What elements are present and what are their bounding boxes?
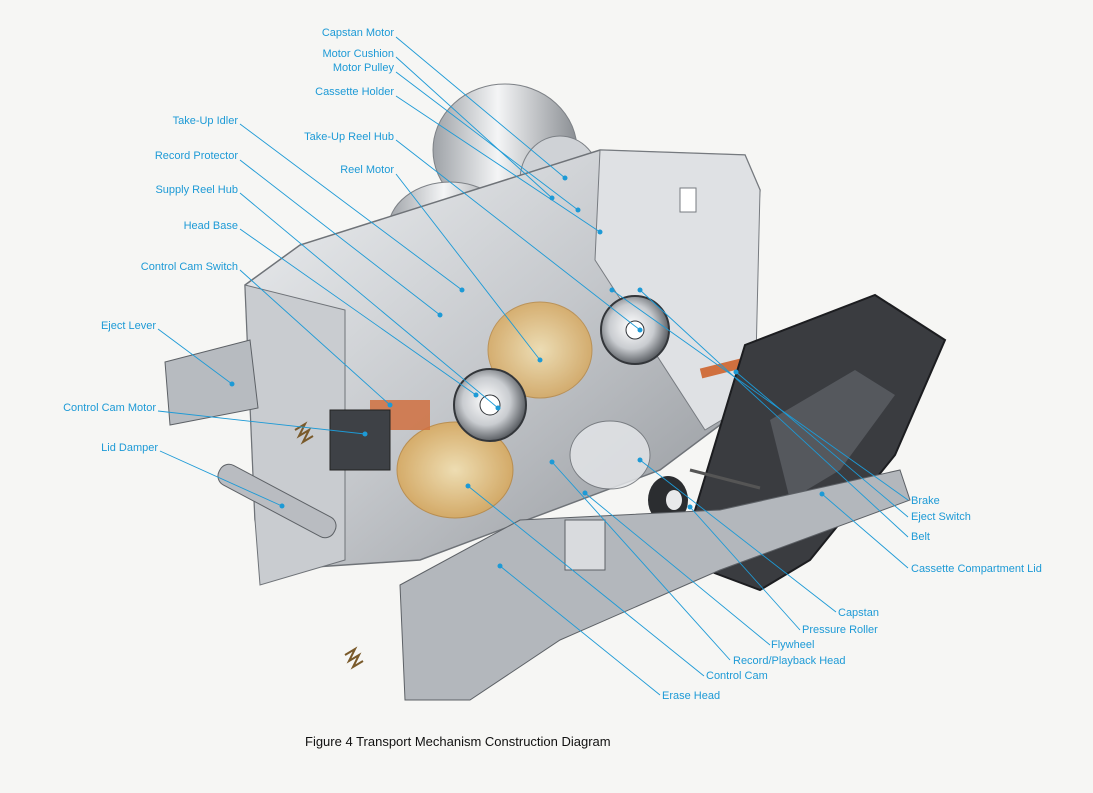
label-cassette-holder: Cassette Holder — [315, 86, 394, 98]
plate-slot — [679, 187, 697, 213]
leader-control-cam-motor — [157, 410, 366, 435]
dot-flywheel — [582, 490, 588, 496]
dot-capstan — [637, 457, 643, 463]
control-cam-shape — [396, 421, 514, 519]
dot-cassette-holder — [597, 229, 603, 235]
label-control-cam: Control Cam — [706, 670, 768, 682]
flywheel-shape — [569, 420, 651, 490]
label-flywheel: Flywheel — [771, 639, 815, 651]
leader-cassette-holder — [395, 95, 601, 233]
dot-lid-damper — [279, 503, 285, 509]
leader-flywheel — [584, 492, 771, 646]
leader-cassette-compartment-lid — [821, 493, 909, 569]
leader-brake — [611, 289, 909, 501]
label-control-cam-switch: Control Cam Switch — [140, 261, 238, 273]
dot-pressure-roller — [687, 504, 693, 510]
dot-control-cam-switch — [387, 402, 393, 408]
label-control-cam-motor: Control Cam Motor — [63, 402, 156, 414]
dot-brake — [609, 287, 615, 293]
dot-motor-cushion — [549, 195, 555, 201]
leader-record-playback-head — [551, 461, 731, 661]
dot-take-up-reel-hub — [637, 327, 643, 333]
label-record-playback-head: Record/Playback Head — [733, 655, 846, 667]
leader-control-cam-switch — [239, 269, 391, 406]
label-capstan-motor: Capstan Motor — [321, 27, 394, 39]
leader-take-up-idler — [239, 123, 463, 291]
dot-head-base — [473, 392, 479, 398]
pressure-roller-hub — [666, 490, 682, 510]
dot-record-playback-head — [549, 459, 555, 465]
cassette-lid-window — [770, 370, 895, 500]
mechanism-illustration — [164, 83, 947, 701]
dot-motor-pulley — [575, 207, 581, 213]
leader-pressure-roller — [689, 506, 801, 631]
leader-eject-lever — [157, 328, 233, 385]
leader-head-base — [239, 228, 477, 396]
label-eject-switch: Eject Switch — [911, 511, 971, 523]
label-belt: Belt — [911, 531, 930, 543]
label-motor-pulley: Motor Pulley — [332, 62, 394, 74]
leader-supply-reel-hub — [239, 192, 499, 409]
dot-take-up-idler — [459, 287, 465, 293]
spring-bottom — [344, 646, 364, 670]
control-cam-motor-shape — [329, 409, 391, 471]
label-record-protector: Record Protector — [154, 150, 238, 162]
eject-lever-shape — [164, 339, 259, 426]
take-up-hub-center — [625, 320, 645, 340]
leader-dots — [229, 175, 825, 569]
spring-left — [294, 421, 314, 445]
leader-belt — [639, 289, 909, 538]
head-frame-shape — [399, 469, 911, 701]
leader-record-protector — [239, 159, 441, 316]
leader-control-cam — [467, 485, 705, 677]
leader-lines — [157, 36, 909, 696]
leader-motor-cushion — [395, 56, 553, 199]
dot-cassette-compartment-lid — [819, 491, 825, 497]
leader-capstan-motor — [395, 36, 566, 179]
label-cassette-compartment-lid: Cassette Compartment Lid — [911, 563, 1042, 575]
dot-control-cam — [465, 483, 471, 489]
dot-control-cam-motor — [362, 431, 368, 437]
leader-take-up-reel-hub — [395, 139, 641, 331]
dot-belt — [637, 287, 643, 293]
leader-reel-motor — [395, 173, 541, 361]
erase-head-shape — [564, 519, 606, 571]
lid-damper-shape — [217, 463, 337, 539]
leader-capstan — [639, 459, 837, 613]
dot-supply-reel-hub — [495, 405, 501, 411]
label-lid-damper: Lid Damper — [101, 442, 158, 454]
label-brake: Brake — [911, 495, 940, 507]
label-take-up-reel-hub: Take-Up Reel Hub — [304, 131, 394, 143]
dot-eject-lever — [229, 381, 235, 387]
leader-motor-pulley — [395, 71, 579, 211]
label-capstan: Capstan — [838, 607, 879, 619]
leader-erase-head — [499, 565, 661, 696]
label-head-base: Head Base — [183, 220, 238, 232]
figure-caption: Figure 4 Transport Mechanism Constructio… — [305, 734, 611, 749]
dot-capstan-motor — [562, 175, 568, 181]
dot-erase-head — [497, 563, 503, 569]
label-reel-motor: Reel Motor — [340, 164, 394, 176]
supply-hub-center — [479, 394, 501, 416]
label-erase-head: Erase Head — [662, 690, 721, 702]
leader-eject-switch — [735, 371, 909, 518]
leader-lid-damper — [159, 450, 283, 507]
capstan-pin — [689, 468, 761, 490]
label-supply-reel-hub: Supply Reel Hub — [155, 184, 238, 196]
dot-reel-motor — [537, 357, 543, 363]
label-eject-lever: Eject Lever — [100, 320, 156, 332]
label-pressure-roller: Pressure Roller — [802, 624, 878, 636]
dot-eject-switch — [733, 369, 739, 375]
dot-record-protector — [437, 312, 443, 318]
label-take-up-idler: Take-Up Idler — [172, 115, 238, 127]
label-motor-cushion: Motor Cushion — [322, 48, 394, 60]
